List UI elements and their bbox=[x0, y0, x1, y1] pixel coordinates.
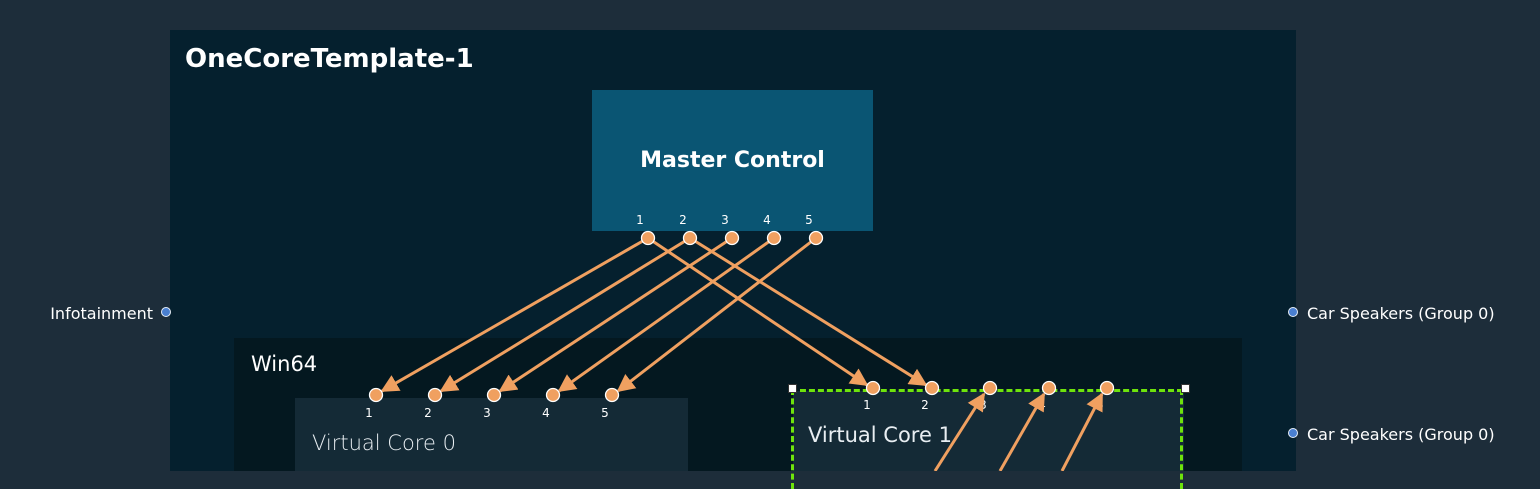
master-port-label-1: 1 bbox=[636, 213, 644, 227]
master-port-label-3: 3 bbox=[721, 213, 729, 227]
vc0-port-1[interactable] bbox=[368, 387, 384, 403]
vc0-port-label-4: 4 bbox=[542, 406, 550, 420]
connection-wires bbox=[368, 230, 1115, 471]
vc0-port-label-2: 2 bbox=[424, 406, 432, 420]
vc1-port-5[interactable] bbox=[1099, 380, 1115, 396]
vc1-port-4[interactable] bbox=[1041, 380, 1057, 396]
master-port-2[interactable] bbox=[682, 230, 698, 246]
vc1-port-2[interactable] bbox=[924, 380, 940, 396]
output-label-car-speakers-2: Car Speakers (Group 0) bbox=[1307, 425, 1495, 444]
wire-master-3-to-vc0-3[interactable] bbox=[498, 236, 733, 393]
resize-handle-top-left[interactable] bbox=[788, 384, 797, 393]
output-port-car-speakers-1[interactable] bbox=[1288, 307, 1298, 317]
virtual-core-1-block[interactable] bbox=[793, 391, 1184, 471]
master-port-label-2: 2 bbox=[679, 213, 687, 227]
virtual-core-1-title: Virtual Core 1 bbox=[808, 423, 952, 447]
vc1-port-1[interactable] bbox=[865, 380, 881, 396]
vc0-port-3[interactable] bbox=[486, 387, 502, 403]
vc0-port-5[interactable] bbox=[604, 387, 620, 403]
master-control-block[interactable] bbox=[592, 90, 873, 231]
wire-master-2-to-vc0-2[interactable] bbox=[439, 236, 691, 393]
vc1-port-label-1: 1 bbox=[863, 398, 871, 412]
resize-handle-top-right[interactable] bbox=[1181, 384, 1190, 393]
template-title: OneCoreTemplate-1 bbox=[185, 44, 474, 74]
vc1-port-3[interactable] bbox=[982, 380, 998, 396]
master-port-label-5: 5 bbox=[805, 213, 813, 227]
master-port-3[interactable] bbox=[724, 230, 740, 246]
input-label-infotainment: Infotainment bbox=[50, 304, 153, 323]
input-port-infotainment[interactable] bbox=[161, 307, 171, 317]
wire-in-vc1-5[interactable] bbox=[1060, 392, 1104, 471]
vc0-port-4[interactable] bbox=[545, 387, 561, 403]
master-control-title: Master Control bbox=[640, 148, 825, 173]
win64-title: Win64 bbox=[251, 352, 318, 376]
vc1-port-label-2: 2 bbox=[921, 398, 929, 412]
wire-in-vc1-4[interactable] bbox=[998, 392, 1046, 471]
master-port-label-4: 4 bbox=[763, 213, 771, 227]
vc0-port-label-3: 3 bbox=[483, 406, 491, 420]
master-port-1[interactable] bbox=[640, 230, 656, 246]
wire-master-1-to-vc1-1[interactable] bbox=[647, 236, 869, 387]
output-port-car-speakers-2[interactable] bbox=[1288, 428, 1298, 438]
vc0-port-label-1: 1 bbox=[365, 406, 373, 420]
wire-master-1-to-vc0-1[interactable] bbox=[380, 236, 649, 393]
master-port-5[interactable] bbox=[808, 230, 824, 246]
virtual-core-0-title: Virtual Core 0 bbox=[312, 431, 456, 455]
master-port-4[interactable] bbox=[766, 230, 782, 246]
virtual-core-0-block[interactable] bbox=[295, 398, 688, 471]
wire-master-4-to-vc0-4[interactable] bbox=[557, 236, 775, 393]
vc0-port-label-5: 5 bbox=[601, 406, 609, 420]
wire-master-5-to-vc0-5[interactable] bbox=[616, 236, 817, 393]
vc0-port-2[interactable] bbox=[427, 387, 443, 403]
wire-in-vc1-3[interactable] bbox=[933, 392, 986, 471]
wire-master-2-to-vc1-2[interactable] bbox=[689, 236, 928, 387]
output-label-car-speakers-1: Car Speakers (Group 0) bbox=[1307, 304, 1495, 323]
